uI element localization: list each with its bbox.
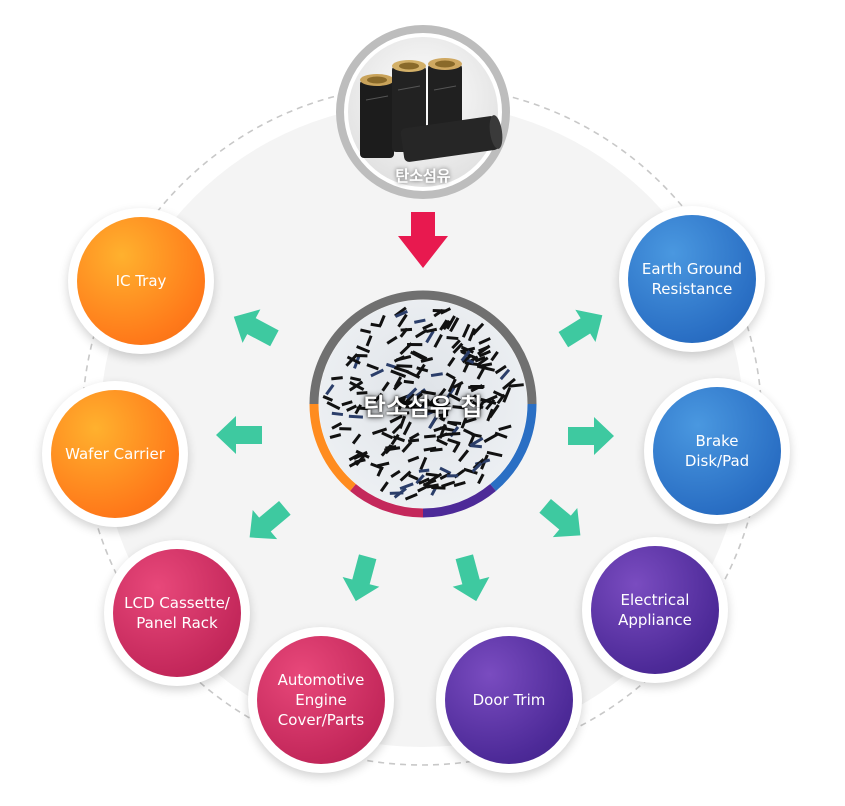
out-arrow-6 [539, 498, 581, 538]
node-disc: Automotive Engine Cover/Parts [257, 636, 385, 764]
out-arrow-3 [249, 500, 291, 540]
node-label: LCD Cassette/ Panel Rack [124, 594, 230, 632]
out-arrow-7 [568, 417, 614, 455]
node-disc: Brake Disk/Pad [653, 387, 781, 515]
ring-gray-arc [309, 290, 537, 405]
ring-pink-arc [350, 483, 424, 518]
node-label: Door Trim [472, 691, 546, 709]
node-brake: Brake Disk/Pad [644, 378, 790, 524]
carbon-fiber-spools-image [360, 58, 503, 162]
node-automotive: Automotive Engine Cover/Parts [248, 627, 394, 773]
center-node-label: 탄소섬유 칩 [363, 393, 483, 421]
node-disc: IC Tray [77, 217, 205, 345]
node-disc: Earth Ground Resistance [628, 215, 756, 343]
node-label: Wafer Carrier [65, 445, 165, 463]
chopped-fiber-image [322, 306, 524, 501]
top-node-label: 탄소섬유 [395, 167, 451, 185]
node-earth-ground: Earth Ground Resistance [619, 206, 765, 352]
node-disc: Door Trim [445, 636, 573, 764]
ring-blue-arc [490, 403, 537, 491]
out-arrow-5 [452, 554, 490, 602]
out-arrow-8 [558, 309, 603, 348]
node-door-trim: Door Trim [436, 627, 582, 773]
node-disc: Electrical Appliance [591, 546, 719, 674]
ring-purple-arc [422, 483, 496, 518]
node-label: Brake Disk/Pad [684, 432, 750, 470]
node-wafer-carrier: Wafer Carrier [42, 381, 188, 527]
node-label: Earth Ground Resistance [641, 260, 743, 298]
node-disc: Wafer Carrier [51, 390, 179, 518]
out-arrow-2 [216, 416, 262, 454]
node-ic-tray: IC Tray [68, 208, 214, 354]
ring-orange-arc [309, 403, 356, 491]
node-electrical: Electrical Appliance [582, 537, 728, 683]
out-arrow-1 [233, 309, 279, 347]
node-disc: LCD Cassette/ Panel Rack [113, 549, 241, 677]
node-lcd-cassette: LCD Cassette/ Panel Rack [104, 540, 250, 686]
down-arrow [398, 212, 448, 268]
out-arrow-4 [342, 554, 380, 602]
node-label: IC Tray [115, 272, 167, 290]
node-label: Automotive Engine Cover/Parts [277, 671, 365, 729]
node-label: Electrical Appliance [618, 591, 692, 629]
